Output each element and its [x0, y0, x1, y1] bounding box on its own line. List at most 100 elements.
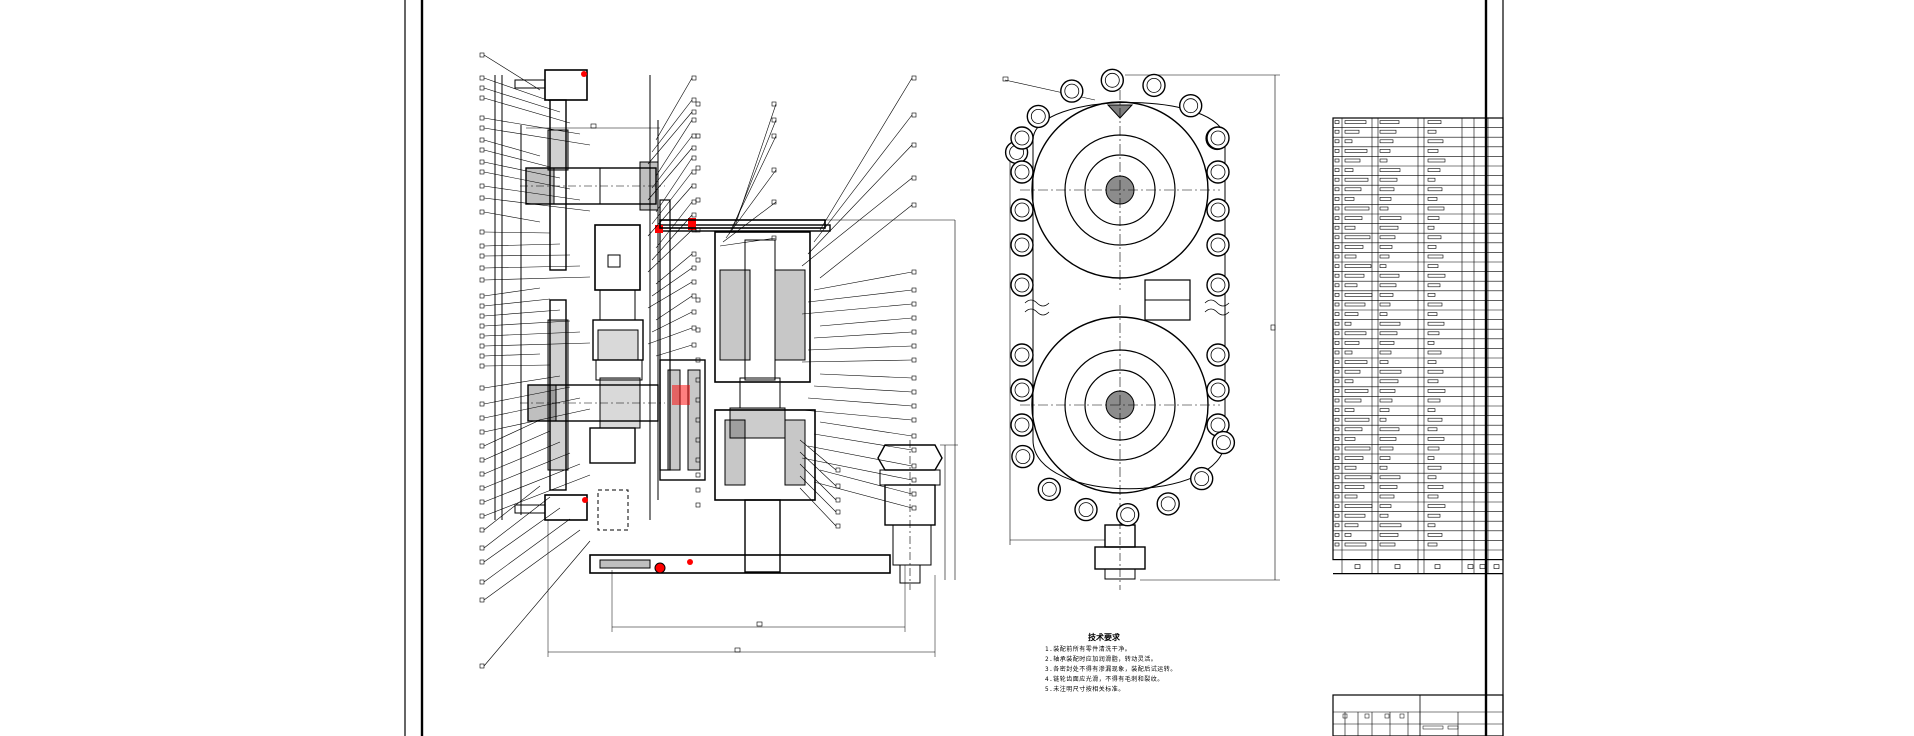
balloon-left — [479, 52, 485, 58]
balloon-mid — [691, 169, 697, 175]
bom-cell-num — [1334, 273, 1340, 278]
balloon-lower — [835, 467, 841, 473]
notes-line-1: 1.装配前所有零件清洗干净。 — [1045, 645, 1131, 653]
leader-right — [801, 359, 913, 363]
bom-cell-text — [1344, 341, 1360, 345]
leader-right — [813, 114, 913, 243]
balloon-mid2 — [695, 457, 701, 463]
bom-cell-text — [1344, 264, 1372, 268]
bom-cell-text — [1344, 475, 1372, 480]
bom-cell-text — [1427, 149, 1439, 153]
balloon-mid — [691, 309, 697, 315]
bom-cell-num — [1334, 398, 1340, 403]
balloon-right — [911, 375, 917, 381]
balloon-left — [479, 147, 485, 153]
bom-cell-text — [1344, 273, 1365, 278]
balloon-mid — [691, 145, 697, 151]
bom-cell-num — [1334, 331, 1340, 336]
leader-top — [725, 169, 777, 239]
bom-cell-num — [1334, 475, 1340, 480]
chain-rollers — [1004, 68, 1236, 527]
balloon-left — [479, 579, 485, 585]
leader-left — [483, 485, 541, 531]
leader-top — [719, 237, 777, 247]
leader-left — [483, 441, 561, 475]
leader-left — [483, 117, 581, 135]
bom-cell-text — [1427, 129, 1437, 134]
leader-right — [807, 397, 913, 407]
balloon-lower — [835, 497, 841, 503]
bom-cell-text — [1427, 427, 1438, 432]
balloon-right — [911, 142, 917, 148]
bom-cell-text — [1344, 360, 1368, 364]
leader-left — [483, 171, 571, 190]
leader-mid — [655, 157, 693, 213]
bom-cell-num — [1334, 149, 1340, 153]
balloon-mid — [691, 325, 697, 331]
balloon-mid — [691, 293, 697, 299]
bom-cell-text — [1344, 465, 1357, 470]
balloon-left — [479, 597, 485, 603]
right-leaders — [647, 75, 917, 529]
leader-mid — [651, 99, 693, 153]
balloon-left — [479, 209, 485, 215]
bom-cell-text — [1344, 197, 1355, 201]
bom-cell-text — [1379, 417, 1387, 422]
roller-pin — [1210, 347, 1226, 363]
bom-cell-text — [1379, 369, 1402, 374]
bom-cell-num — [1334, 321, 1340, 326]
leader-lower — [799, 451, 837, 487]
bom-cell-text — [1379, 187, 1395, 192]
leader-left — [483, 364, 551, 367]
bom-cell-text — [1427, 139, 1444, 144]
balloon-mid — [691, 75, 697, 81]
leader-left — [483, 87, 561, 113]
leader-left — [483, 231, 551, 234]
leader-right — [819, 373, 913, 379]
roller-pin — [1194, 471, 1210, 487]
bom-cell-num — [1334, 245, 1340, 249]
balloon-right — [911, 505, 917, 511]
bom-cell-text — [1427, 312, 1438, 316]
leader-mid — [647, 111, 693, 165]
balloon-left — [479, 169, 485, 175]
balloon-mid2 — [695, 417, 701, 423]
leader-left — [483, 540, 591, 667]
balloon-mid2 — [695, 472, 701, 478]
roller-pin — [1014, 202, 1030, 218]
balloon-left — [479, 125, 485, 131]
bom-header-cell — [1479, 564, 1486, 569]
leader-right — [801, 303, 913, 315]
leader-left — [483, 185, 581, 201]
bom-cell-text — [1379, 235, 1396, 240]
balloon-right — [911, 447, 917, 453]
bom-cell-text — [1379, 254, 1390, 259]
bom-cell-text — [1379, 427, 1400, 432]
leader-mid — [647, 281, 693, 309]
bom-cell-text — [1427, 302, 1443, 307]
balloon-right — [911, 403, 917, 409]
roller-pin — [1210, 202, 1226, 218]
bom-cell-text — [1379, 283, 1397, 288]
leader-right — [801, 409, 913, 421]
bom-cell-text — [1344, 542, 1367, 547]
bom-cell-text — [1427, 187, 1443, 192]
balloon-mid — [691, 279, 697, 285]
bom-cell-text — [1344, 149, 1368, 153]
leader-left — [483, 276, 591, 281]
roller-pin — [1210, 417, 1226, 433]
bom-cell-text — [1427, 341, 1435, 345]
bom-cell-text — [1427, 225, 1435, 230]
bom-cell-text — [1344, 216, 1363, 220]
bom-cell-text — [1379, 485, 1398, 489]
balloon-mid — [691, 133, 697, 139]
bom-cell-num — [1334, 302, 1340, 307]
bom-header-cell — [1467, 564, 1474, 569]
leader-left — [483, 529, 581, 601]
leader-right — [819, 317, 913, 327]
leader-right — [819, 421, 913, 437]
leader-right — [807, 445, 913, 467]
bom-cell-num — [1334, 408, 1340, 412]
leader-left — [483, 309, 561, 317]
